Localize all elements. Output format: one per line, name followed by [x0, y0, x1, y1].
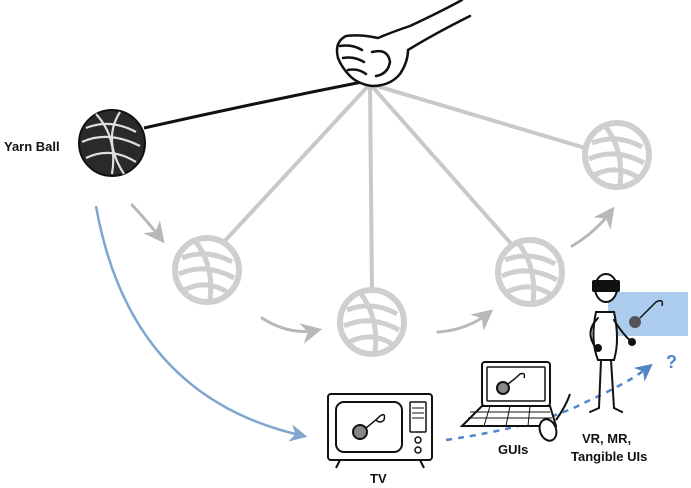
yarn-string: [143, 78, 373, 130]
label-yarn-ball: Yarn Ball: [4, 139, 60, 154]
dotted-progression-line: [445, 363, 653, 442]
mouse-icon: [538, 393, 571, 442]
label-guis: GUIs: [498, 442, 528, 457]
vr-person-icon: [589, 273, 688, 413]
label-tv: TV: [370, 471, 387, 486]
tv-icon: [327, 393, 433, 469]
ghost-strings: [220, 82, 594, 294]
hand-icon: [335, 0, 472, 88]
progress-arrows: [130, 203, 615, 344]
vr-virtual-panel: [608, 292, 688, 336]
question-mark: ?: [666, 352, 677, 372]
laptop-icon: [459, 361, 558, 427]
ghost-yarn-ball-1: [172, 235, 242, 305]
ghost-yarn-ball-3: [495, 237, 565, 307]
blue-arrow-to-tv: [94, 205, 308, 442]
ghost-yarn-ball-4: [582, 120, 652, 190]
label-vr-line1: VR, MR,: [582, 431, 631, 446]
yarn-ball-icon: [78, 109, 146, 177]
label-vr-line2: Tangible UIs: [571, 449, 647, 464]
ghost-yarn-ball-2: [337, 287, 407, 357]
